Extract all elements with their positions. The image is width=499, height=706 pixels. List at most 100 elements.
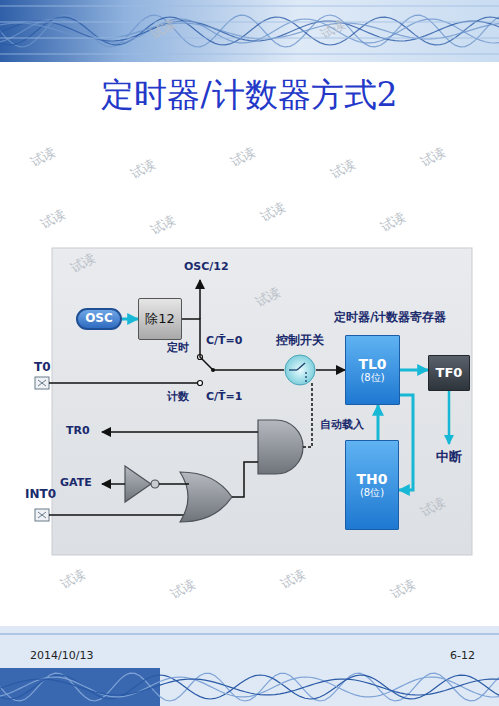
band-wave: [0, 15, 499, 47]
pin-symbol: [35, 509, 49, 521]
watermark: 试读: [148, 17, 178, 43]
not-gate: [125, 466, 151, 502]
band-line: [0, 22, 499, 23]
node-label: 除12: [145, 312, 175, 327]
signal-name: OSC/12: [184, 261, 229, 274]
connector: [400, 369, 428, 372]
not-bubble: [151, 480, 159, 488]
node-label: 控制开关: [276, 334, 324, 348]
group-heading: 定时器/计数器寄存器: [334, 311, 446, 325]
connector: [122, 318, 138, 321]
or-and-wire: [232, 462, 258, 497]
connector: [316, 369, 345, 371]
node-sublabel: (8位): [360, 487, 384, 499]
band-wave: [0, 17, 499, 45]
connector: [182, 319, 284, 370]
register-box: TL0(8位): [345, 335, 400, 405]
watermark: 试读: [418, 495, 448, 521]
watermark: 试读: [278, 567, 308, 593]
watermark: 试读: [318, 17, 348, 43]
pin-name: T0: [34, 361, 51, 375]
band-wave: [0, 679, 499, 695]
slide-title: 定时器/计数器方式2: [0, 76, 499, 114]
graphic-part: [35, 509, 49, 521]
switch-lead: [305, 372, 306, 383]
watermark: 试读: [128, 157, 158, 183]
enable-wire: [303, 381, 312, 447]
watermark: 试读: [388, 577, 418, 603]
switch-circle: [285, 355, 315, 385]
connector: [377, 405, 380, 440]
page-number: 6-12: [450, 650, 475, 663]
band-wave: [0, 21, 499, 41]
watermark: 试读: [148, 213, 178, 239]
osc12-arrow: [199, 280, 201, 319]
watermark: 试读: [228, 145, 258, 171]
watermark: 试读: [378, 210, 408, 236]
flag-box: TF0: [428, 355, 470, 391]
graphic-part: [38, 380, 46, 386]
mode-name: 计数: [167, 391, 189, 404]
top-band: [0, 0, 499, 62]
switch-contact: [198, 381, 203, 386]
node-label: TF0: [436, 366, 463, 381]
watermark: 试读: [28, 145, 58, 171]
band-line: [0, 54, 499, 55]
tr0-wire: [102, 431, 258, 433]
control-switch: 控制开关: [284, 354, 316, 386]
band-wave: [0, 673, 499, 701]
pin-symbol: [35, 377, 49, 389]
band-wave: [0, 19, 499, 43]
int0-wire: [49, 514, 189, 516]
graphic-part: [38, 380, 46, 386]
pin-name: INT0: [25, 488, 56, 502]
band-wave: [0, 23, 499, 39]
switch-lead: [289, 369, 297, 370]
connector: [399, 395, 413, 490]
signal-name: 中断: [436, 450, 462, 465]
diagram-panel: [52, 248, 472, 555]
graphic-part: [35, 377, 49, 389]
node-label: TL0: [358, 356, 386, 372]
annotation: 自动载入: [320, 419, 364, 432]
interrupt-arrow: [448, 391, 451, 444]
node-label: TH0: [356, 471, 387, 487]
mode-name: 定时: [167, 342, 189, 355]
watermark: 试读: [258, 200, 288, 226]
watermark: 试读: [253, 285, 283, 311]
t0-wire: [49, 382, 197, 384]
watermark: 试读: [38, 207, 68, 233]
not-or-wire: [159, 483, 189, 485]
watermark: 试读: [68, 251, 98, 277]
band-wave: [0, 677, 499, 697]
switch-outline: [284, 354, 316, 386]
band-line: [0, 38, 499, 39]
band-wave: [0, 675, 499, 699]
divider-box: 除12: [138, 298, 182, 340]
or-gate: [180, 472, 232, 522]
node-label: OSC: [85, 312, 113, 326]
bottom-band: [0, 626, 499, 706]
switch-blade: [297, 363, 305, 370]
watermark: 试读: [168, 577, 198, 603]
mode-setting: C/T̄=1: [206, 391, 242, 404]
register-box: TH0(8位): [345, 440, 399, 530]
signal-name: TR0: [66, 425, 90, 438]
graphic-part: [38, 512, 46, 518]
oscillator-box: OSC: [76, 308, 122, 330]
signal-name: GATE: [60, 477, 92, 490]
node-sublabel: (8位): [360, 372, 384, 384]
and-gate: [258, 420, 303, 474]
mode-setting: C/T̄=0: [206, 335, 242, 348]
watermark: 试读: [58, 567, 88, 593]
band-waves: [0, 6, 499, 701]
graphic-part: [38, 512, 46, 518]
gate-wire: [102, 483, 125, 485]
watermark: 试读: [328, 157, 358, 183]
band-line: [0, 6, 499, 7]
band-line: [0, 634, 499, 635]
footer-date: 2014/10/13: [30, 650, 93, 663]
watermark: 试读: [418, 145, 448, 171]
